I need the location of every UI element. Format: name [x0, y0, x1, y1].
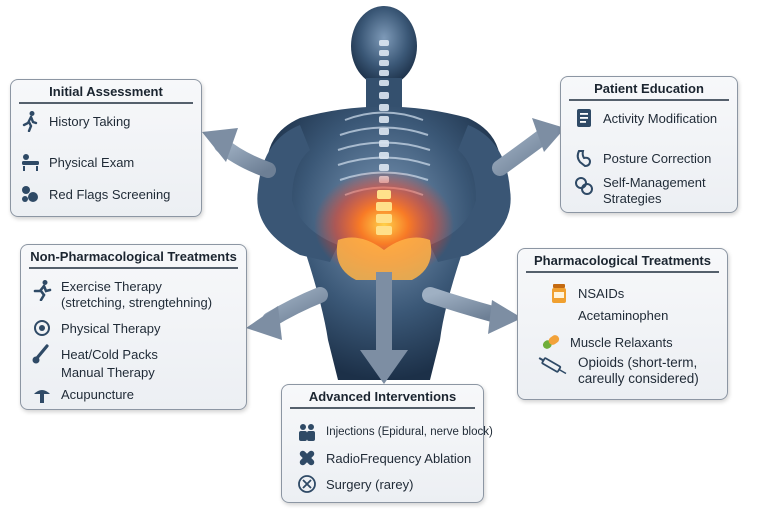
thermometer-icon — [31, 343, 53, 365]
opioids-line2: careully considered) — [578, 371, 699, 386]
surgery-item: Surgery (rarey) — [296, 473, 413, 495]
divider — [569, 99, 729, 101]
capsule-icon — [540, 331, 562, 353]
manual-therapy-label: Manual Therapy — [61, 365, 155, 380]
muscle-relaxants-label: Muscle Relaxants — [570, 334, 673, 350]
exercise-therapy-label: Exercise Therapy(stretching, strengtehni… — [61, 279, 212, 311]
syringe-icon — [536, 355, 570, 377]
history-taking-item: History Taking — [19, 110, 130, 132]
document-icon — [573, 107, 595, 129]
injections-label: Injections (Epidural, nerve block) — [326, 426, 493, 438]
red-flags-label: Red Flags Screening — [49, 186, 171, 202]
advanced-interventions-box: Advanced Interventions Injections (Epidu… — [281, 384, 493, 503]
exercise-therapy-item: Exercise Therapy(stretching, strengtehni… — [31, 279, 212, 311]
screening-icon — [19, 183, 41, 205]
bandage-icon — [296, 447, 318, 469]
arrow-to-advanced-interventions — [360, 272, 408, 384]
self-management-icon — [573, 175, 595, 197]
heat-cold-packs-label: Heat/Cold Packs — [61, 346, 158, 362]
arrow-to-patient-education — [492, 118, 565, 176]
patient-education-title: Patient Education — [594, 81, 704, 96]
initial-assessment-box: Initial Assessment History Taking Physic… — [10, 79, 202, 217]
people-icon — [296, 421, 318, 443]
exam-table-icon — [19, 151, 41, 173]
nsaids-label: NSAIDs — [578, 285, 625, 301]
running-person-icon — [31, 279, 53, 301]
divider — [29, 267, 238, 269]
exercise-therapy-line2: (stretching, strengtehning) — [61, 295, 213, 310]
arrow-to-non-pharmacological — [246, 287, 328, 340]
pill-bottle-icon — [548, 282, 570, 304]
posture-correction-label: Posture Correction — [603, 150, 712, 166]
acetaminophen-item: Acetaminophen — [578, 308, 668, 323]
exercise-therapy-line1: Exercise Therapy — [61, 279, 162, 294]
pharmacological-title: Pharmacological Treatments — [533, 253, 711, 268]
physical-exam-item: Physical Exam — [19, 151, 134, 173]
pharmacological-box: Pharmacological Treatments NSAIDs Acetam… — [517, 248, 728, 400]
muscle-relaxants-item: Muscle Relaxants — [540, 331, 673, 353]
self-management-line1: Self-Management — [603, 175, 706, 190]
divider — [290, 407, 475, 409]
activity-modification-item: Activity Modification — [573, 107, 717, 129]
patient-education-box: Patient Education Activity Modification … — [560, 76, 738, 213]
history-taking-label: History Taking — [49, 113, 131, 129]
non-pharmacological-box: Non-Pharmacological Treatments Exercise … — [20, 244, 247, 410]
injections-item: Injections (Epidural, nerve block) — [296, 421, 493, 443]
nsaids-item: NSAIDs — [548, 282, 624, 304]
physical-exam-label: Physical Exam — [49, 154, 135, 170]
acetaminophen-label: Acetaminophen — [578, 308, 669, 323]
opioids-line1: Opioids (short-term, — [578, 355, 698, 370]
opioids-item: Opioids (short-term,careully considered) — [536, 355, 699, 387]
acupuncture-item: Acupuncture — [31, 383, 134, 405]
non-pharmacological-title: Non-Pharmacological Treatments — [30, 249, 237, 264]
initial-assessment-title: Initial Assessment — [49, 84, 163, 99]
acupuncture-icon — [31, 383, 53, 405]
manual-therapy-item: Manual Therapy — [61, 365, 155, 380]
physical-therapy-label: Physical Therapy — [61, 320, 161, 336]
divider — [526, 271, 719, 273]
red-flags-item: Red Flags Screening — [19, 183, 170, 205]
arrow-to-initial-assessment — [202, 128, 276, 178]
human-figure — [257, 6, 511, 380]
radiofrequency-ablation-label: RadioFrequency Ablation — [326, 450, 472, 466]
radiofrequency-ablation-item: RadioFrequency Ablation — [296, 447, 471, 469]
activity-modification-label: Activity Modification — [603, 110, 718, 126]
self-management-line2: Strategies — [603, 191, 662, 206]
posture-icon — [573, 147, 595, 169]
surgery-label: Surgery (rarey) — [326, 476, 414, 492]
advanced-interventions-title: Advanced Interventions — [308, 389, 457, 404]
physical-therapy-item: Physical Therapy — [31, 317, 160, 339]
walking-person-icon — [19, 110, 41, 132]
acupuncture-label: Acupuncture — [61, 386, 134, 402]
arrow-to-pharmacological — [422, 287, 522, 334]
posture-correction-item: Posture Correction — [573, 147, 711, 169]
opioids-label: Opioids (short-term,careully considered) — [578, 355, 699, 387]
heat-cold-packs-item: Heat/Cold Packs — [31, 343, 158, 365]
circle-x-icon — [296, 473, 318, 495]
divider — [19, 102, 193, 104]
therapy-device-icon — [31, 317, 53, 339]
